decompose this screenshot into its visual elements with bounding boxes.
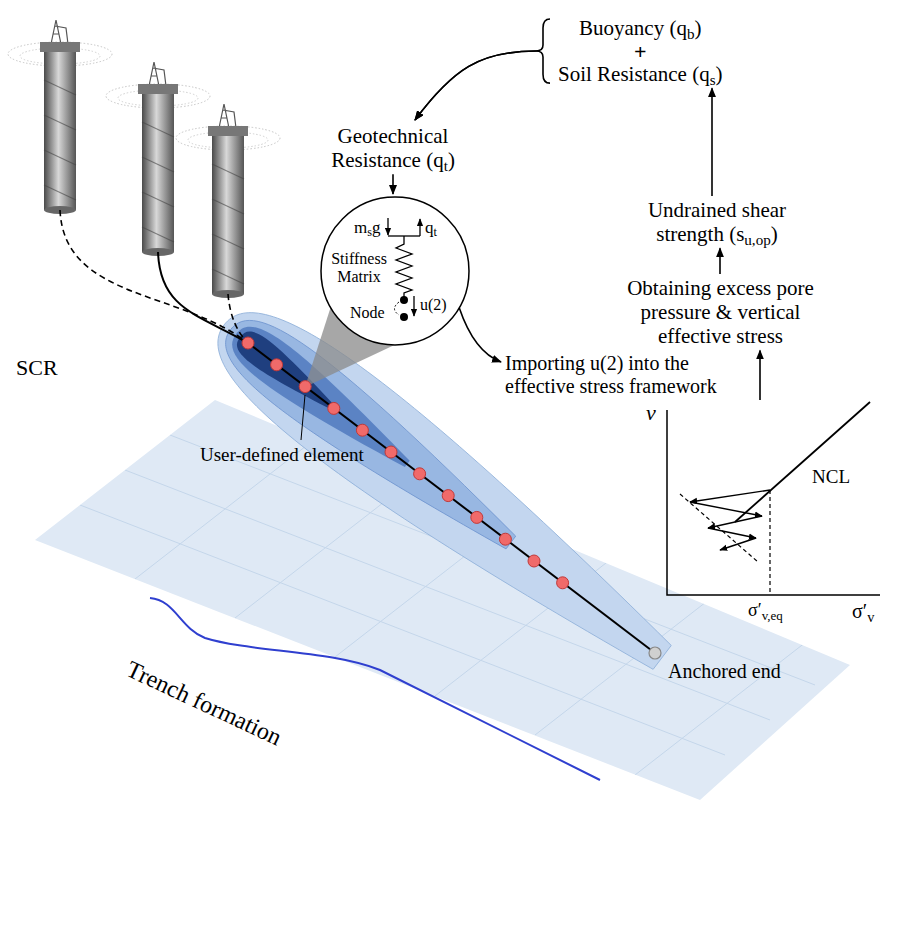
subscript: t — [444, 158, 448, 174]
flow-arrow — [711, 88, 713, 196]
flow-arrow — [719, 248, 721, 274]
flow-arrow — [759, 350, 761, 400]
node-text: Obtaining excess pore pressure & vertica… — [608, 276, 833, 348]
node-text: Buoyancy (qb) — [579, 16, 701, 40]
subscript: s — [367, 225, 372, 239]
part-label: User-defined element — [200, 444, 364, 466]
node-text: Geotechnical Resistance (qt) — [318, 124, 468, 172]
process-text: Geotechnical Resistance (qt) — [318, 124, 468, 172]
zoom-circle: msg qtStiffness MatrixNode u(2) — [320, 196, 470, 346]
process-text: Importing u(2) into the effective stress… — [505, 352, 745, 398]
subscript: v — [867, 609, 874, 625]
result-text: Buoyancy (qb) — [579, 16, 701, 40]
node-text: Soil Resistance (qs) — [558, 62, 723, 86]
flow-arrow — [415, 51, 550, 120]
axis-label: v — [646, 400, 656, 425]
element-label: Stiffness Matrix — [326, 250, 392, 287]
subscript: v,eq — [762, 608, 783, 623]
element-label: qt — [425, 218, 437, 238]
subscript: s — [710, 72, 716, 88]
flow-arrow — [392, 174, 394, 194]
flow-arrow — [415, 19, 550, 120]
node-text: Importing u(2) into the effective stress… — [505, 352, 745, 398]
element-label: u(2) — [420, 296, 447, 314]
part-label: Trench formation — [122, 656, 286, 752]
element-label: msg — [354, 218, 381, 238]
process-text: Undrained shear strength (su,op) — [632, 198, 802, 246]
subscript: b — [687, 26, 695, 42]
subscript: t — [434, 225, 437, 239]
result-text: Soil Resistance (qs) — [558, 62, 723, 86]
subscript: u,op — [744, 232, 770, 248]
axis-label: σ′v,eq — [748, 600, 783, 621]
part-label: Anchored end — [668, 660, 781, 683]
process-text: Obtaining excess pore pressure & vertica… — [608, 276, 833, 348]
operator-symbol: + — [634, 39, 647, 64]
axis-label: σ′v — [852, 600, 874, 623]
flow-arrow — [459, 308, 501, 362]
compression-chart: vNCLσ′v,eqσ′v — [640, 402, 895, 627]
node-text: Undrained shear strength (su,op) — [632, 198, 802, 246]
part-label: SCR — [16, 355, 58, 380]
chart-axes — [640, 402, 895, 627]
axis-label: NCL — [812, 466, 850, 488]
element-label: Node — [350, 304, 385, 322]
